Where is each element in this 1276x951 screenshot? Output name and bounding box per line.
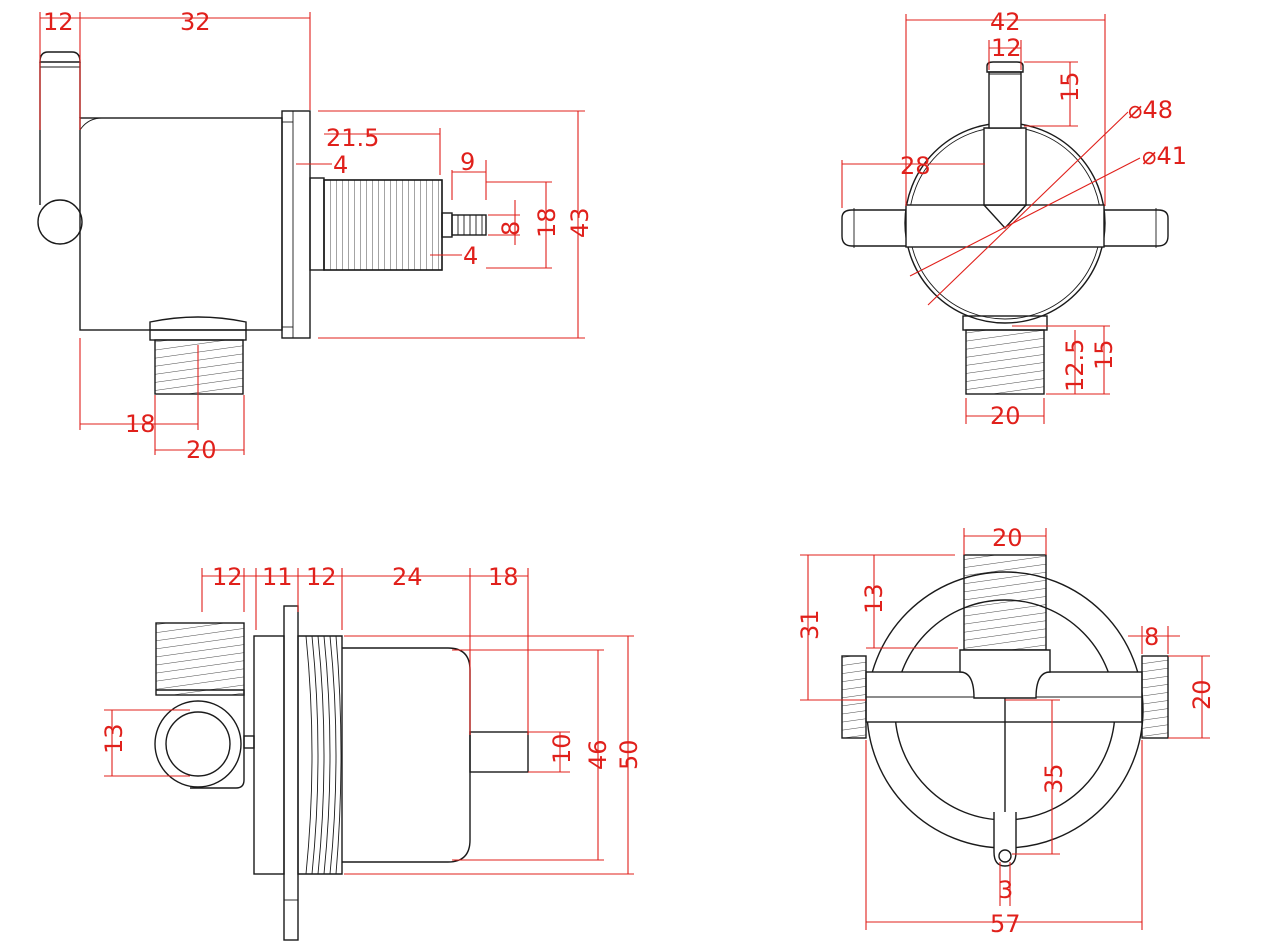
- bottom-right-fitting: [1141, 655, 1169, 739]
- dim-18-front: 18: [488, 563, 519, 591]
- dim-12-second: 12: [306, 563, 337, 591]
- top-view-thread: [965, 329, 1045, 395]
- dim-4-bottom: 4: [463, 242, 478, 270]
- dim-12-5: 12.5: [1061, 339, 1089, 392]
- flange-plate: [281, 110, 311, 339]
- front-housing: [342, 647, 471, 863]
- top-view-dimensions: 42 12 15 ⌀48 ⌀41 28 12.5 15 20: [841, 8, 1187, 430]
- top-view: [841, 61, 1169, 395]
- dim-50: 50: [615, 739, 643, 770]
- inlet-pipe: [39, 62, 81, 205]
- top-pipe: [988, 71, 1022, 129]
- front-inlet-inner: [165, 711, 231, 777]
- front-shaft: [469, 731, 529, 773]
- dim-20-bottom-top: 20: [992, 524, 1023, 552]
- dim-9: 9: [460, 148, 475, 176]
- dim-32: 32: [180, 8, 211, 36]
- dim-13-front: 13: [100, 723, 128, 754]
- side-view: [37, 51, 487, 395]
- mounting-lug: [993, 812, 1017, 867]
- dim-13-bottom: 13: [860, 583, 888, 614]
- bottom-top-thread: [963, 554, 1047, 651]
- dim-diameter-48: ⌀48: [1128, 96, 1173, 124]
- dim-8: 8: [497, 221, 525, 236]
- bottom-view-dimensions: 20 31 13 8 20 35 3 57: [796, 524, 1216, 938]
- dim-20-top-view: 20: [990, 402, 1021, 430]
- bottom-threaded-port: [154, 339, 244, 395]
- inlet-port: [37, 199, 83, 245]
- dim-42: 42: [990, 8, 1021, 36]
- side-view-dimensions: 12 32 21.5 4 9 8 18 43 4 18 20: [39, 8, 594, 464]
- dim-20-bottom-right: 20: [1188, 679, 1216, 710]
- dim-31: 31: [796, 609, 824, 640]
- dim-12-first: 12: [212, 563, 243, 591]
- dim-28: 28: [900, 152, 931, 180]
- pump-body: [79, 117, 283, 331]
- dim-12-top: 12: [991, 34, 1022, 62]
- dim-43: 43: [566, 207, 594, 238]
- bottom-left-fitting: [841, 655, 867, 739]
- dim-24: 24: [392, 563, 423, 591]
- bottom-view: [841, 554, 1169, 867]
- dim-3: 3: [998, 876, 1013, 904]
- dim-12: 12: [43, 8, 74, 36]
- dim-21-5: 21.5: [326, 124, 379, 152]
- front-view-dimensions: 12 11 12 24 18 13 10 46 50: [100, 563, 643, 875]
- dim-diameter-41: ⌀41: [1142, 142, 1187, 170]
- dim-4-top: 4: [333, 151, 348, 179]
- dim-46: 46: [584, 739, 612, 770]
- spline-shaft: [451, 214, 487, 236]
- dim-57: 57: [990, 910, 1021, 938]
- dim-11: 11: [262, 563, 293, 591]
- dim-20: 20: [186, 436, 217, 464]
- dim-18-vertical: 18: [533, 207, 561, 238]
- front-inlet-outer: [154, 700, 242, 788]
- front-flange: [283, 605, 299, 941]
- dim-10: 10: [548, 733, 576, 764]
- dim-8-bottom: 8: [1144, 623, 1159, 651]
- dim-35: 35: [1040, 763, 1068, 794]
- dim-15-top: 15: [1056, 71, 1084, 102]
- front-view: [154, 605, 529, 941]
- horizontal-arm: [905, 204, 1105, 248]
- dim-15: 15: [1090, 339, 1118, 370]
- dim-18-horizontal: 18: [125, 410, 156, 438]
- front-top-thread: [155, 622, 245, 696]
